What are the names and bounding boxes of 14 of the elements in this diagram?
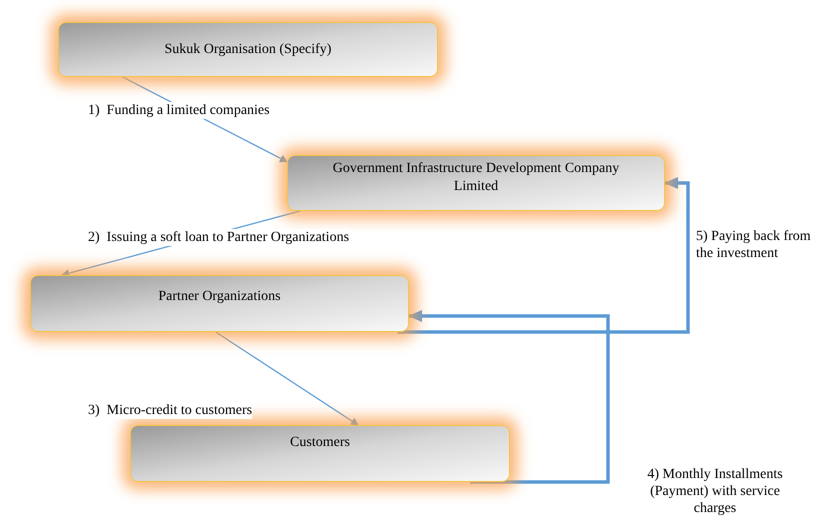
box-text: Sukuk Organisation (Specify) <box>164 40 332 58</box>
process-box <box>287 155 665 211</box>
process-box <box>58 22 438 77</box>
box-text: Partner Organizations <box>158 288 281 306</box>
arrow <box>215 332 359 426</box>
arrow <box>398 177 690 334</box>
edge-label: 1) Funding a limited companies <box>88 102 270 119</box>
process-box <box>130 425 510 482</box>
box-text: Government Infrastructure Development Company Limited <box>332 160 620 196</box>
edge-label: 2) Issuing a soft loan to Partner Organizations <box>88 229 350 246</box>
box-text: Customers <box>290 434 350 452</box>
edge-label: 3) Micro-credit to customers <box>88 402 252 419</box>
process-box <box>30 275 409 332</box>
arrow <box>408 310 610 484</box>
